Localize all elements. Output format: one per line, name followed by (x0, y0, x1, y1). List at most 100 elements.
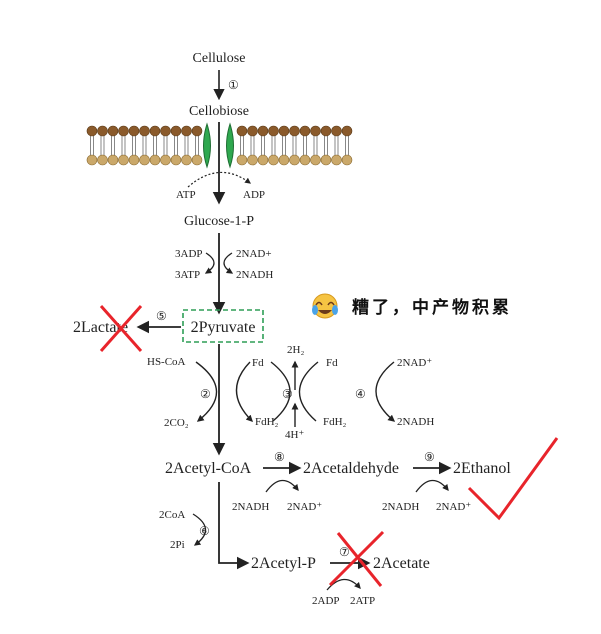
lipid-part (149, 125, 161, 137)
coa-co2-arc (195, 361, 218, 422)
2nadplus-label-right: 2NAD⁺ (397, 357, 432, 369)
4hplus-label: 4H⁺ (285, 429, 304, 441)
nad-nadh-arc (223, 252, 234, 274)
lipid-part (170, 154, 182, 166)
nad-cycle-arc (375, 361, 396, 422)
atp-adp-arc (187, 171, 251, 188)
lipid-part (128, 125, 140, 137)
cellobiose-label: Cellobiose (189, 104, 249, 119)
cell-membrane (86, 125, 353, 166)
lipid-part (257, 154, 269, 166)
2nadh-label-8: 2NADH (232, 501, 269, 513)
step-5-label: ⑤ (156, 309, 167, 323)
pyruvate-highlight-box (182, 309, 264, 343)
lipid-part (299, 125, 311, 137)
2nadh-label-9: 2NADH (382, 501, 419, 513)
lipid-part (310, 125, 321, 137)
transporter-right-icon (226, 122, 234, 169)
lipid-part (86, 154, 98, 166)
cellulose-label: Cellulose (193, 51, 246, 66)
lipid-part (97, 154, 108, 166)
lipid-part (97, 125, 108, 137)
adp-label: ADP (243, 189, 265, 201)
step-6-label: ⑥ (199, 524, 210, 538)
atp-label: ATP (176, 189, 196, 201)
lipid-part (289, 125, 300, 137)
lipid-part (191, 154, 203, 166)
lipid-part (191, 125, 203, 137)
lipid-part (118, 125, 129, 137)
lipid-part (247, 154, 258, 166)
lipid-part (86, 125, 98, 137)
step-3-label: ③ (282, 387, 293, 401)
nadh-arc-8 (265, 479, 299, 493)
2nad-label-9: 2NAD⁺ (436, 501, 471, 513)
lipid-part (118, 154, 129, 166)
lipid-part (320, 125, 332, 137)
adp-atp-arc (204, 252, 215, 274)
lipid-part (268, 125, 279, 137)
lipid-part (107, 154, 119, 166)
2adp-label: 2ADP (312, 595, 340, 607)
lipid-part (268, 154, 279, 166)
fd-label-2: Fd (326, 357, 338, 369)
coa-pi-arc (192, 513, 207, 546)
lipid-part (128, 154, 140, 166)
lipid-part (149, 154, 161, 166)
2nadplus-label: 2NAD+ (236, 248, 272, 260)
lipid-part (341, 154, 353, 166)
nadh-arc-9 (415, 479, 449, 493)
hydrogenase-arc-left (270, 361, 291, 422)
lipid-part (331, 154, 342, 166)
hydrogenase-arc-right (298, 361, 319, 422)
3atp-label: 3ATP (175, 269, 200, 281)
2co2-label: 2CO₂ (164, 417, 189, 429)
lactate-cross-icon (99, 305, 143, 352)
fdh2-label-2: FdH₂ (323, 416, 347, 428)
lipid-part (341, 125, 353, 137)
lipid-part (236, 154, 248, 166)
fd-cycle-arc-1 (235, 361, 253, 422)
ethanol-label: 2Ethanol (453, 460, 511, 477)
lactate-label: 2Lactate (73, 319, 128, 336)
lipid-part (170, 125, 182, 137)
lipid-part (299, 154, 311, 166)
crying-laughing-emoji-icon (312, 293, 338, 319)
lipid-part (310, 154, 321, 166)
step-9-label: ⑨ (424, 450, 435, 464)
2nadh-label-right: 2NADH (397, 416, 434, 428)
lipid-part (289, 154, 300, 166)
2pi-label: 2Pi (170, 539, 185, 551)
acetylp-label: 2Acetyl-P (251, 555, 316, 572)
annotation-text: 糟了，中产物积累 (352, 297, 512, 318)
lipid-part (257, 125, 269, 137)
step-1-label: ① (228, 78, 239, 92)
3adp-label: 3ADP (175, 248, 203, 260)
lipid-part (139, 154, 150, 166)
2h2-label: 2H₂ (287, 344, 304, 356)
2nadh-label-a: 2NADH (236, 269, 273, 281)
transporter-left-icon (203, 122, 211, 169)
lipid-part (236, 125, 248, 137)
arrow-acetylcoa-acetylp (218, 482, 250, 570)
step-2-label: ② (200, 387, 211, 401)
lipid-part (278, 154, 290, 166)
lipid-part (278, 125, 290, 137)
lipid-part (320, 154, 332, 166)
step-4-label: ④ (355, 387, 366, 401)
step-7-label: ⑦ (339, 545, 350, 559)
acetaldehyde-label: 2Acetaldehyde (303, 460, 399, 477)
acetate-label: 2Acetate (373, 555, 430, 572)
pyruvate-label: 2Pyruvate (191, 319, 256, 336)
adp-atp-arc-7 (326, 578, 361, 591)
glucose1p-label: Glucose-1-P (184, 214, 254, 229)
2coa-label: 2CoA (159, 509, 185, 521)
lipid-part (181, 125, 192, 137)
lipid-part (139, 125, 150, 137)
lipid-part (331, 125, 342, 137)
fd-label-1: Fd (252, 357, 264, 369)
lipid-part (160, 154, 171, 166)
lipid-part (107, 125, 119, 137)
acetate-cross-icon (328, 530, 385, 587)
